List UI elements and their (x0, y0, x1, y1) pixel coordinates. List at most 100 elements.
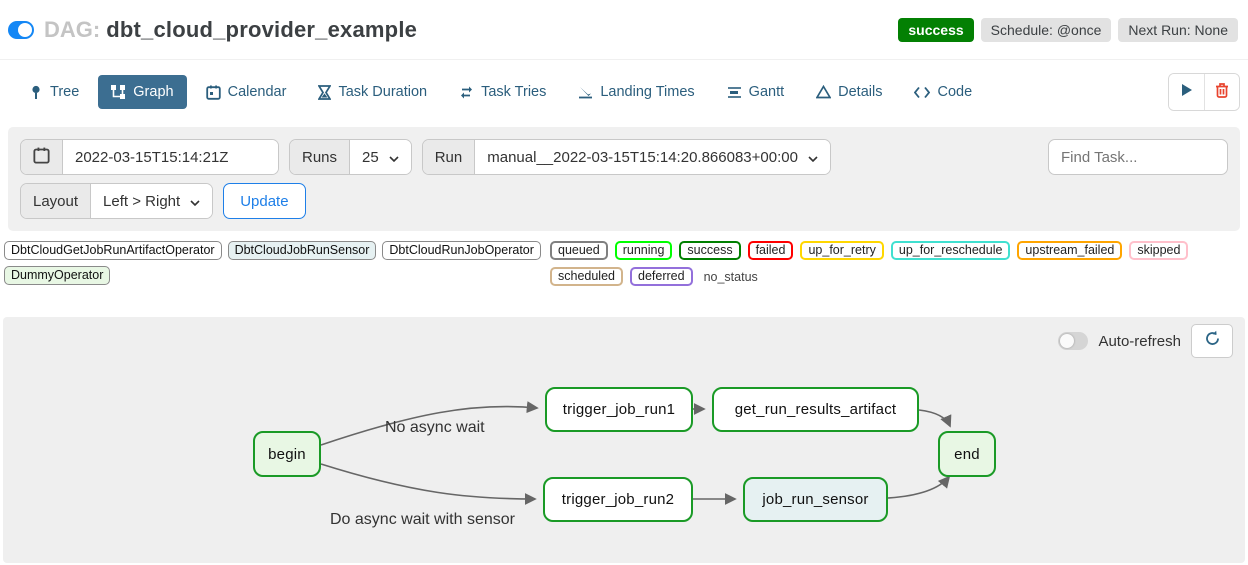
tab-graph[interactable]: Graph (98, 75, 187, 109)
auto-refresh-label: Auto-refresh (1098, 332, 1181, 350)
edge-sensor-end (887, 475, 951, 499)
graph-icon (111, 84, 126, 100)
dag-pause-toggle[interactable] (8, 20, 34, 39)
status-legend-item: failed (747, 241, 794, 260)
layout-label: Layout (21, 184, 92, 218)
base-date-group (20, 139, 279, 175)
tab-label: Code (937, 84, 973, 100)
tab-task-duration[interactable]: Task Duration (305, 75, 440, 109)
operator-badge: DummyOperator (4, 266, 111, 285)
update-button[interactable]: Update (223, 183, 306, 219)
find-task-input[interactable] (1049, 140, 1227, 174)
status-legend: queued running success failed up_for_ret… (550, 241, 1240, 286)
status-legend-item: deferred (630, 267, 693, 286)
status-legend-item: up_for_reschedule (890, 241, 1011, 260)
chevron-down-icon (808, 149, 818, 166)
auto-refresh-toggle[interactable] (1058, 332, 1089, 350)
edge-artifact-end (918, 409, 952, 428)
hourglass-icon (318, 84, 332, 100)
legend: DbtCloudGetJobRunArtifactOperator DbtClo… (0, 231, 1248, 286)
filter-row-2: Layout Left > Right Update (20, 183, 1228, 219)
layout-selected-value: Left > Right (103, 192, 181, 210)
view-tabs: Tree Graph Calendar Task Duration Task T… (0, 60, 1248, 121)
tab-label: Landing Times (600, 84, 695, 100)
tab-calendar[interactable]: Calendar (193, 75, 300, 109)
base-date-input[interactable] (63, 140, 278, 174)
runs-label: Runs (290, 140, 351, 174)
header-badges: success Schedule: @once Next Run: None (898, 17, 1238, 42)
run-selected-value: manual__2022-03-15T15:14:20.866083+00:00 (487, 148, 798, 166)
play-icon (1181, 83, 1193, 102)
run-group: Run manual__2022-03-15T15:14:20.866083+0… (421, 139, 831, 175)
operator-badge: DbtCloudJobRunSensor (227, 241, 377, 260)
tab-tree[interactable]: Tree (16, 75, 92, 109)
task-node-trigger-job-run2[interactable]: trigger_job_run2 (543, 477, 693, 522)
tab-landing-times[interactable]: Landing Times (565, 75, 707, 109)
next-run-badge: Next Run: None (1118, 17, 1238, 42)
status-legend-item: up_for_retry (800, 241, 884, 260)
dag-actions (1168, 73, 1240, 111)
chevron-down-icon (190, 193, 200, 210)
refresh-button[interactable] (1191, 324, 1233, 358)
gantt-icon (727, 85, 742, 100)
toggle-knob (18, 22, 32, 37)
page-title: dbt_cloud_provider_example (106, 16, 418, 42)
tab-label: Graph (133, 84, 174, 100)
run-select[interactable]: manual__2022-03-15T15:14:20.866083+00:00 (475, 140, 830, 174)
layout-select[interactable]: Left > Right (91, 184, 213, 218)
calendar-icon (205, 85, 221, 100)
tab-details[interactable]: Details (803, 75, 895, 109)
refresh-icon (1204, 330, 1221, 352)
tab-label: Tree (50, 84, 80, 100)
repeat-icon (459, 85, 474, 100)
triangle-icon (816, 85, 832, 99)
layout-group: Layout Left > Right (20, 183, 214, 219)
edge-begin-run2 (320, 463, 537, 505)
status-legend-item: skipped (1129, 241, 1189, 260)
status-legend-item: upstream_failed (1017, 241, 1123, 260)
status-legend-item: queued (550, 241, 608, 260)
tree-icon (29, 85, 43, 100)
trash-icon (1215, 82, 1229, 103)
graph-canvas: Auto-refresh begin trigger_job_run1 get_… (3, 317, 1245, 563)
no-status-label: no_status (703, 269, 758, 284)
operator-badge: DbtCloudRunJobOperator (382, 241, 541, 260)
find-task-wrap (1048, 139, 1228, 175)
dag-header: DAG: dbt_cloud_provider_example success … (0, 0, 1248, 60)
task-node-trigger-job-run1[interactable]: trigger_job_run1 (545, 387, 693, 432)
dag-edges (320, 401, 952, 505)
tab-code[interactable]: Code (901, 75, 985, 109)
tab-label: Task Tries (481, 84, 547, 100)
task-node-job-run-sensor[interactable]: job_run_sensor (743, 477, 888, 522)
run-label: Run (422, 140, 476, 174)
edge-begin-run1 (320, 401, 539, 446)
edge-label-do-async-wait: Do async wait with sensor (330, 511, 515, 528)
status-badge[interactable]: success (898, 17, 974, 42)
runs-selected-value: 25 (362, 148, 379, 166)
landing-plane-icon (578, 85, 593, 100)
operator-badge: DbtCloudGetJobRunArtifactOperator (4, 241, 222, 260)
status-legend-item: running (614, 241, 673, 260)
tab-task-tries[interactable]: Task Tries (446, 75, 559, 109)
task-node-get-run-results-artifact[interactable]: get_run_results_artifact (712, 387, 919, 432)
toggle-knob (1060, 334, 1075, 348)
tab-label: Calendar (227, 84, 287, 100)
tab-gantt[interactable]: Gantt (714, 75, 797, 109)
task-node-begin[interactable]: begin (253, 431, 321, 477)
graph-toolbar: Auto-refresh (1058, 324, 1233, 358)
trigger-dag-button[interactable] (1169, 74, 1204, 110)
schedule-badge: Schedule: @once (980, 17, 1112, 42)
runs-group: Runs 25 (289, 139, 412, 175)
dag-prefix-label: DAG: (44, 16, 101, 42)
runs-select[interactable]: 25 (350, 140, 411, 174)
tab-label: Gantt (748, 84, 785, 100)
tab-label: Task Duration (338, 84, 428, 100)
task-node-end[interactable]: end (938, 431, 996, 477)
date-picker-button[interactable] (21, 140, 63, 174)
calendar-icon (33, 147, 50, 168)
operator-legend: DbtCloudGetJobRunArtifactOperator DbtClo… (4, 241, 550, 285)
status-legend-item: scheduled (550, 267, 623, 286)
edge-label-no-async-wait: No async wait (385, 419, 485, 436)
delete-dag-button[interactable] (1204, 74, 1239, 110)
chevron-down-icon (389, 149, 399, 166)
